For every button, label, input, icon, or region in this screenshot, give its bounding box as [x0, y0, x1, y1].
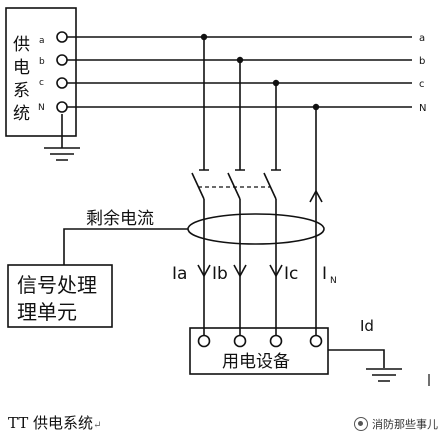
- current-in-label: I: [322, 264, 327, 284]
- current-in-subscript: N: [330, 276, 337, 286]
- watermark: 消防那些事儿: [354, 416, 438, 432]
- arrow-ib: [233, 264, 247, 278]
- supply-terminal-n: N: [38, 103, 45, 113]
- signal-box-line1: 信号处理: [17, 273, 97, 297]
- equipment-terminal-c: [269, 334, 283, 348]
- line-label-a: a: [419, 33, 425, 44]
- supply-ground-symbol: [44, 147, 80, 161]
- current-ic-label: Ic: [284, 264, 298, 284]
- supply-label-char-2: 电: [13, 58, 30, 78]
- current-id-label: Id: [360, 317, 374, 335]
- equipment-ground-wire: [328, 349, 385, 368]
- supply-label-char-3: 系: [13, 81, 30, 101]
- equipment-terminal-n: [309, 334, 323, 348]
- equipment-box: [189, 327, 329, 375]
- current-transformer-ring: [187, 213, 325, 245]
- supply-terminal-b: b: [39, 57, 45, 67]
- arrow-ia: [197, 264, 211, 278]
- supply-system-box: [5, 7, 77, 137]
- supply-terminal-b-circle: [56, 54, 68, 66]
- line-label-b: b: [419, 56, 425, 67]
- supply-terminal-a-circle: [56, 31, 68, 43]
- switch-blades: [191, 172, 277, 200]
- equipment-ground-symbol: [366, 368, 402, 382]
- residual-current-label: 剩余电流: [86, 209, 154, 229]
- supply-terminal-n-circle: [56, 101, 68, 113]
- supply-terminal-c-circle: [56, 77, 68, 89]
- watermark-text: 消防那些事儿: [372, 418, 438, 431]
- signal-processing-box: [7, 264, 113, 328]
- arrow-ic: [269, 264, 283, 278]
- equipment-terminal-a: [197, 334, 211, 348]
- residual-signal-wire: [63, 228, 188, 265]
- supply-label-char-1: 供: [13, 35, 30, 55]
- line-label-c: c: [419, 79, 425, 90]
- signal-box-line2: 理单元: [17, 300, 77, 324]
- watermark-logo-icon: [354, 417, 368, 431]
- arrow-in: [309, 189, 323, 203]
- equipment-terminal-b: [233, 334, 247, 348]
- diagram-caption: TT 供电系统↵: [8, 412, 101, 433]
- current-ib-label: Ib: [212, 264, 228, 284]
- caption-return-mark: ↵: [93, 420, 102, 431]
- supply-terminal-c: c: [39, 78, 44, 88]
- supply-label-char-4: 统: [13, 104, 30, 124]
- caption-text: TT 供电系统: [8, 414, 94, 432]
- supply-terminal-a: a: [39, 36, 45, 46]
- equipment-label: 用电设备: [222, 352, 290, 372]
- line-label-n: N: [419, 103, 426, 114]
- current-ia-label: Ia: [172, 264, 187, 284]
